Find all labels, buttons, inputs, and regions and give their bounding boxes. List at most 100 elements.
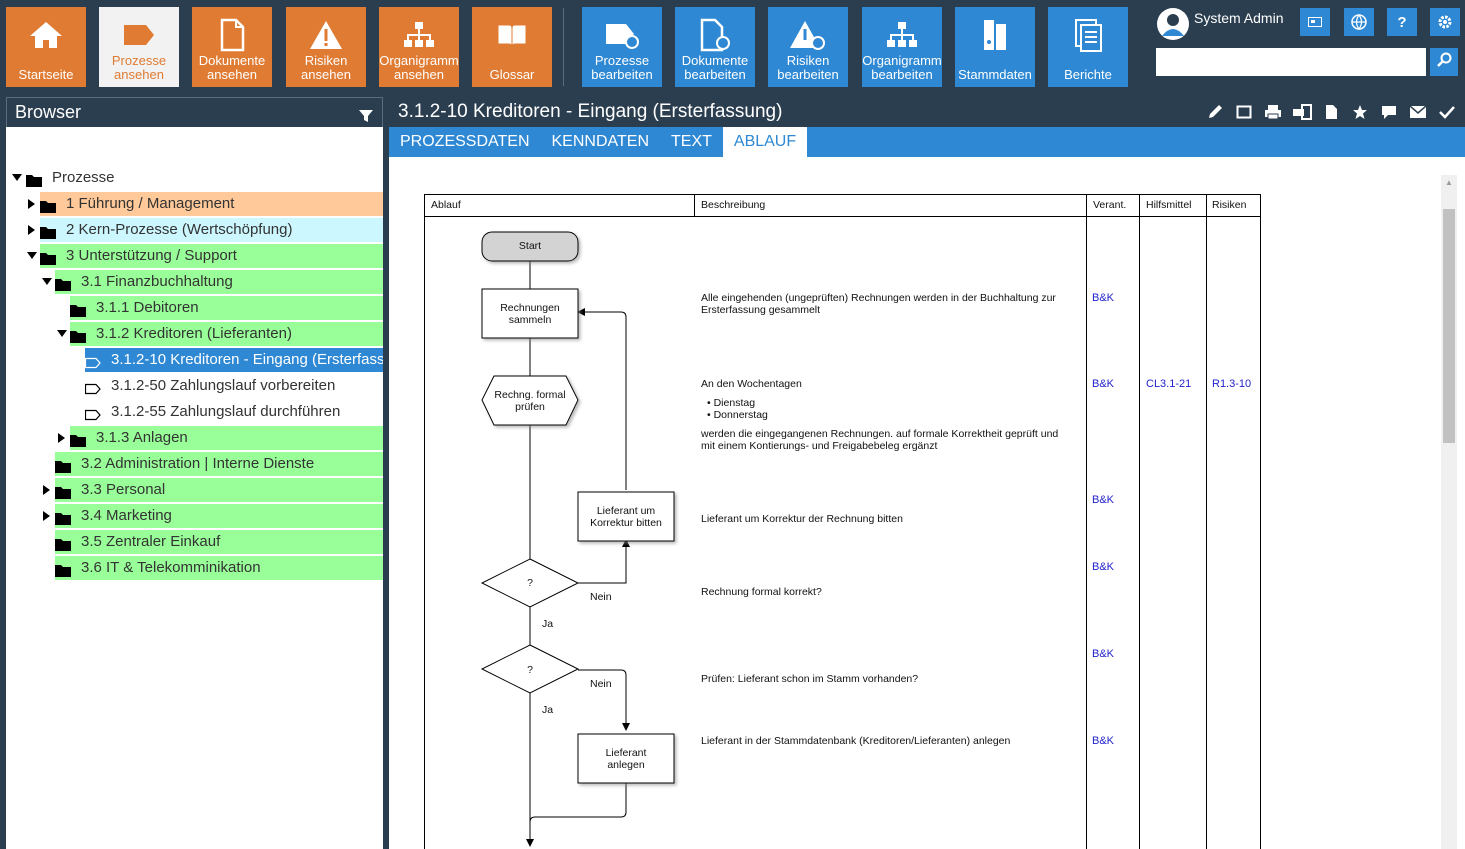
tree-item[interactable]: 3.3 Personal (6, 478, 383, 502)
reports-label: Berichte (1064, 67, 1112, 82)
edit-risks-button[interactable]: Risiken bearbeiten (768, 7, 848, 87)
hilfsmittel-link[interactable]: CL3.1-21 (1146, 378, 1192, 390)
expand-icon[interactable] (26, 192, 38, 216)
flow-step-rechnungen-sammeln[interactable]: Rechnungen sammeln (482, 302, 578, 326)
verant-link[interactable]: B&K (1092, 735, 1115, 747)
panel-splitter[interactable] (383, 97, 389, 849)
view-risks-button[interactable]: Risiken ansehen (286, 7, 366, 87)
collapse-icon[interactable] (56, 322, 68, 346)
description-6: Lieferant in der Stammdatenbank (Kredito… (701, 735, 1011, 747)
risiken-link[interactable]: R1.3-10 (1212, 378, 1252, 390)
tree-item-label: 3.1.2-50 Zahlungslauf vorbereiten (111, 377, 336, 394)
user-name[interactable]: System Admin (1194, 10, 1284, 26)
tree-item[interactable]: 1 Führung / Management (6, 192, 383, 216)
print-icon[interactable] (1262, 103, 1283, 121)
flow-start[interactable]: Start (518, 240, 542, 252)
glossary-button[interactable]: Glossar (472, 7, 552, 87)
reports-button[interactable]: Berichte (1048, 7, 1128, 87)
document-icon (192, 17, 272, 53)
help-icon[interactable]: ? (1387, 8, 1417, 36)
tab-ablauf[interactable]: ABLAUF (722, 127, 808, 157)
folder-icon (55, 535, 71, 551)
bullet-text: Donnerstag (713, 409, 768, 421)
collapse-icon[interactable] (41, 270, 53, 294)
tree-item[interactable]: 3.2 Administration | Interne Dienste (6, 452, 383, 476)
view-documents-button[interactable]: Dokumente ansehen (192, 7, 272, 87)
view-processes-button[interactable]: Prozesse ansehen (99, 7, 179, 87)
orgchart-edit-icon (862, 17, 942, 53)
verant-link[interactable]: B&K (1092, 494, 1115, 506)
home-button[interactable]: Startseite (6, 7, 86, 87)
expand-icon[interactable] (26, 218, 38, 242)
tree-item-label: 3.1 Finanzbuchhaltung (81, 273, 233, 290)
flow-step-lieferant-korrektur[interactable]: Lieferant um Korrektur bitten (578, 505, 674, 529)
tree-item[interactable]: 3.1.2 Kreditoren (Lieferanten) (6, 322, 383, 346)
mail-icon[interactable] (1407, 103, 1428, 121)
verant-link[interactable]: B&K (1092, 648, 1115, 660)
collapse-icon[interactable] (26, 244, 38, 268)
description-line: Ersterfassung gesammelt (701, 304, 821, 316)
pencil-icon[interactable] (1204, 103, 1225, 121)
view-orgchart-button[interactable]: Organigramm ansehen (379, 7, 459, 87)
search-button[interactable] (1430, 48, 1458, 76)
tree-item[interactable]: 3.5 Zentraler Einkauf (6, 530, 383, 554)
verant-link[interactable]: B&K (1092, 378, 1115, 390)
tree-item[interactable]: 3.4 Marketing (6, 504, 383, 528)
tree-item[interactable]: 3.1.1 Debitoren (6, 296, 383, 320)
scrollbar-thumb[interactable] (1443, 209, 1455, 443)
tree-item[interactable]: Prozesse (6, 166, 383, 190)
search-input[interactable] (1156, 48, 1426, 76)
collapse-icon[interactable] (11, 166, 23, 190)
edit-orgchart-button[interactable]: Organigramm bearbeiten (862, 7, 942, 87)
verant-link[interactable]: B&K (1092, 292, 1115, 304)
master-data-button[interactable]: Stammdaten (955, 7, 1035, 87)
print-multiple-icon[interactable] (1291, 103, 1312, 121)
user-avatar[interactable] (1157, 8, 1189, 40)
binder-icon (955, 17, 1035, 53)
verant-link[interactable]: B&K (1092, 561, 1115, 573)
search-icon (1436, 52, 1452, 73)
star-icon[interactable] (1349, 103, 1370, 121)
description-5: Prüfen: Lieferant schon im Stamm vorhand… (701, 673, 919, 685)
expand-icon[interactable] (56, 426, 68, 450)
comment-icon[interactable] (1378, 103, 1399, 121)
filter-icon[interactable] (358, 104, 374, 132)
expand-icon[interactable] (41, 478, 53, 502)
flow-decision-1[interactable]: ? (527, 577, 533, 589)
flow-step-lieferant-anlegen[interactable]: Lieferant anlegen (578, 747, 674, 771)
scrollbar[interactable]: ▲ (1441, 175, 1457, 849)
orgchart-icon (379, 17, 459, 53)
check-icon[interactable] (1436, 103, 1457, 121)
tree-item[interactable]: 3.1.2-10 Kreditoren - Eingang (Ersterfas… (6, 348, 383, 372)
flow-decision-2[interactable]: ? (527, 664, 533, 676)
master-data-label: Stammdaten (958, 67, 1032, 82)
browser-title: Browser (15, 102, 82, 122)
tree-item[interactable]: 3.1.2-50 Zahlungslauf vorbereiten (6, 374, 383, 398)
flow-step-rechnung-pruefen[interactable]: Rechng. formal prüfen (482, 389, 578, 413)
content-header: 3.1.2-10 Kreditoren - Eingang (Ersterfas… (389, 97, 1465, 127)
tree-item[interactable]: 3.1 Finanzbuchhaltung (6, 270, 383, 294)
tab-prozessdaten[interactable]: PROZESSDATEN (400, 133, 530, 150)
scroll-up-icon[interactable]: ▲ (1445, 178, 1453, 187)
flow-label-ja-1: Ja (542, 618, 554, 630)
file-icon[interactable] (1320, 103, 1341, 121)
tree-item[interactable]: 3.6 IT & Telekomminikation (6, 556, 383, 580)
tab-text[interactable]: TEXT (671, 133, 712, 150)
maximize-icon[interactable] (1233, 103, 1254, 121)
col-header-verant: Verant. (1093, 199, 1127, 211)
tree-item[interactable]: 2 Kern-Prozesse (Wertschöpfung) (6, 218, 383, 242)
expand-icon[interactable] (41, 504, 53, 528)
tree-item-label: 3.4 Marketing (81, 507, 172, 524)
edit-documents-button[interactable]: Dokumente bearbeiten (675, 7, 755, 87)
tree-item[interactable]: 3 Unterstützung / Support (6, 244, 383, 268)
globe-icon[interactable] (1344, 8, 1374, 36)
gear-icon[interactable] (1430, 8, 1460, 36)
flow-document: Ablauf Beschreibung Verant. Hilfsmittel … (389, 157, 1441, 849)
tree-item[interactable]: 3.1.3 Anlagen (6, 426, 383, 450)
edit-processes-button[interactable]: Prozesse bearbeiten (582, 7, 662, 87)
tree-item[interactable]: 3.1.2-55 Zahlungslauf durchführen (6, 400, 383, 424)
description-line: An den Wochentagen (701, 378, 802, 390)
tab-kenndaten[interactable]: KENNDATEN (551, 133, 650, 150)
id-card-icon[interactable] (1300, 8, 1330, 36)
reports-icon (1048, 17, 1128, 53)
